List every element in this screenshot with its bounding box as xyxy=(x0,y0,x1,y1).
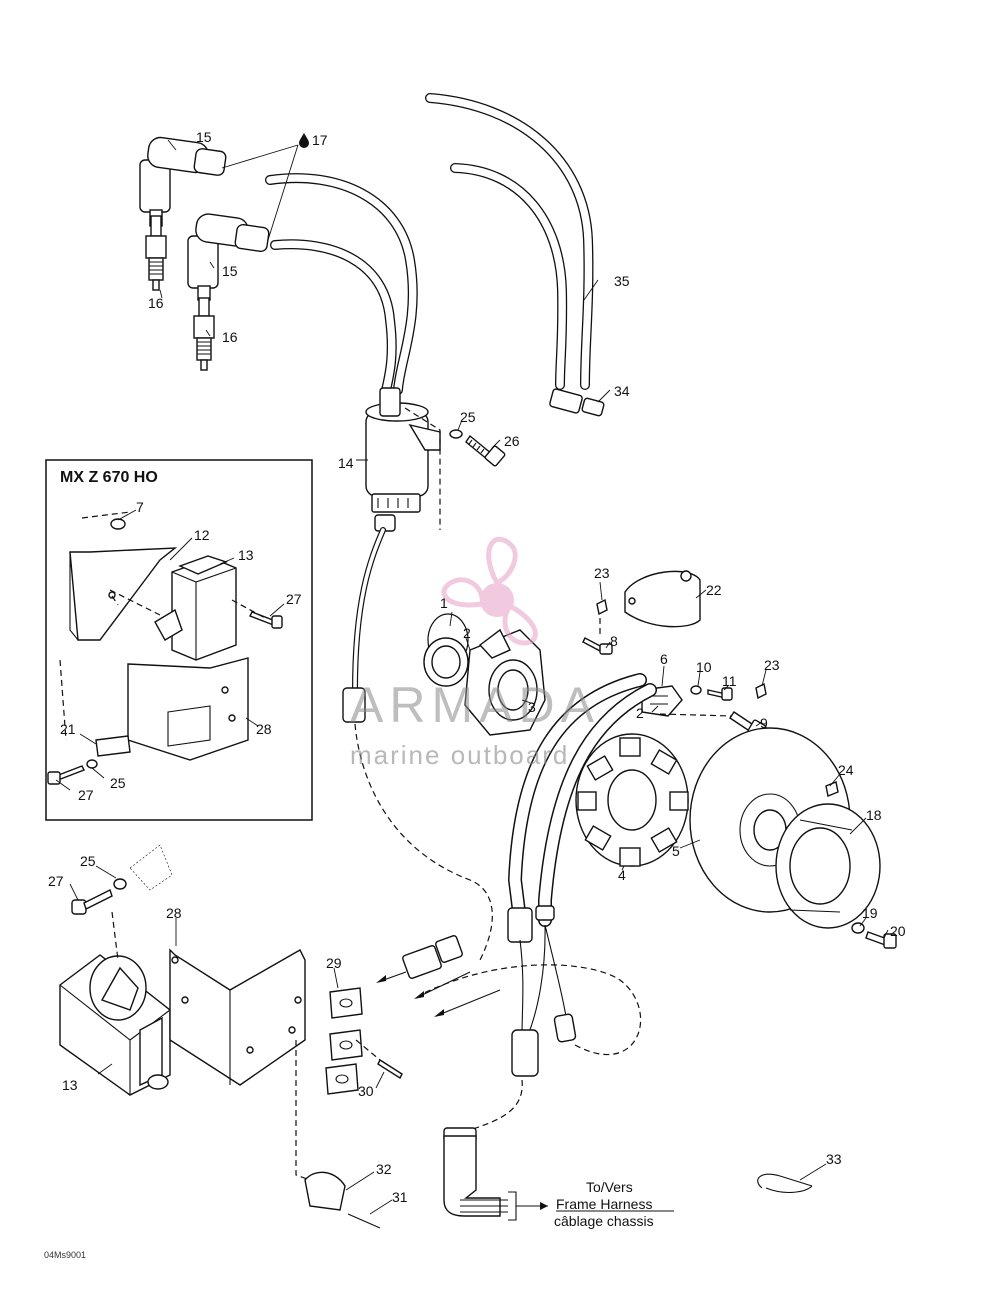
harness-note-line1: To/Vers xyxy=(586,1179,633,1195)
coil-screw xyxy=(449,429,506,467)
callout-20: 20 xyxy=(890,923,906,939)
callout-15: 15 xyxy=(196,129,212,145)
wire-connector xyxy=(376,935,501,1017)
callout-27: 27 xyxy=(48,873,64,889)
callout-9: 9 xyxy=(760,715,768,731)
callout-23: 23 xyxy=(594,565,610,581)
callout-25: 25 xyxy=(460,409,476,425)
callout-15: 15 xyxy=(222,263,238,279)
washer-10-screw-11 xyxy=(690,685,733,701)
dash-guides-lower xyxy=(111,911,119,961)
callout-labels: 15 17 15 16 16 35 34 25 26 14 7 12 13 27… xyxy=(48,129,906,1205)
callout-26: 26 xyxy=(504,433,520,449)
ignition-cables xyxy=(265,93,594,400)
coil-wire xyxy=(342,527,493,961)
inset-title: MX Z 670 HO xyxy=(60,469,158,486)
callout-28: 28 xyxy=(256,721,272,737)
callout-27: 27 xyxy=(286,591,302,607)
bracket-28 xyxy=(169,948,306,1086)
callout-3: 3 xyxy=(528,699,536,715)
bushings-29 xyxy=(325,987,363,1095)
callout-5: 5 xyxy=(672,843,680,859)
watermark-tagline: marine outboard xyxy=(350,740,569,770)
cable-tie-33 xyxy=(757,1173,813,1194)
harness-note: To/Vers Frame Harness câblage chassis xyxy=(554,1179,674,1229)
callout-30: 30 xyxy=(358,1083,374,1099)
spark-plug-upper xyxy=(145,215,167,291)
callout-35: 35 xyxy=(614,273,630,289)
callout-17: 17 xyxy=(312,132,328,148)
callout-18: 18 xyxy=(866,807,882,823)
washer-19-bolt-20 xyxy=(851,922,897,949)
stator-4 xyxy=(575,733,689,867)
callout-2: 2 xyxy=(636,705,644,721)
callout-19: 19 xyxy=(862,905,878,921)
callout-1: 1 xyxy=(440,595,448,611)
callout-33: 33 xyxy=(826,1151,842,1167)
propeller-logo-icon xyxy=(441,536,538,646)
leader-lines xyxy=(69,139,889,1215)
callout-25: 25 xyxy=(80,853,96,869)
inset-box: MX Z 670 HO xyxy=(45,459,313,821)
stator-housing-3 xyxy=(464,628,546,736)
callout-31: 31 xyxy=(392,1189,408,1205)
harness-note-line3: câblage chassis xyxy=(554,1213,654,1229)
callout-4: 4 xyxy=(618,867,626,883)
spark-plug-cap-upper xyxy=(139,136,227,227)
callout-2: 2 xyxy=(463,625,471,641)
watermark-brand: ARMADA xyxy=(350,677,600,733)
callout-16: 16 xyxy=(148,295,164,311)
spark-plug-cap-lower xyxy=(187,213,270,301)
callout-24: 24 xyxy=(838,762,854,778)
callout-28: 28 xyxy=(166,905,182,921)
screw-30 xyxy=(355,1039,403,1080)
callout-32: 32 xyxy=(376,1161,392,1177)
callout-22: 22 xyxy=(706,582,722,598)
trigger-wheel-18 xyxy=(775,803,881,929)
callout-16: 16 xyxy=(222,329,238,345)
ignition-coil xyxy=(365,387,441,532)
figure-code: 04Ms9001 xyxy=(44,1250,86,1260)
callout-11: 11 xyxy=(722,673,737,689)
callout-12: 12 xyxy=(194,527,210,543)
callout-14: 14 xyxy=(338,455,354,471)
screw-27-washer-25 xyxy=(71,844,173,915)
callout-6: 6 xyxy=(660,651,668,667)
grease-drop-icon xyxy=(221,133,309,241)
screw-8 xyxy=(582,608,613,655)
callout-23: 23 xyxy=(764,657,780,673)
harness-note-line2: Frame Harness xyxy=(556,1196,652,1212)
cover-22 xyxy=(624,570,701,628)
spark-plug-lower xyxy=(193,297,215,371)
callout-25: 25 xyxy=(110,775,126,791)
callout-7: 7 xyxy=(136,499,144,515)
stator-harness xyxy=(419,673,657,1131)
frame-harness-plug xyxy=(443,1127,548,1221)
callout-29: 29 xyxy=(326,955,342,971)
callout-8: 8 xyxy=(610,633,618,649)
clamp-32-tie-31 xyxy=(295,1040,381,1229)
callout-34: 34 xyxy=(614,383,630,399)
module-13 xyxy=(59,954,171,1096)
callout-21: 21 xyxy=(60,721,76,737)
callout-10: 10 xyxy=(696,659,712,675)
callout-13: 13 xyxy=(238,547,254,563)
cable-connector xyxy=(549,388,605,417)
callout-13: 13 xyxy=(62,1077,78,1093)
callout-27: 27 xyxy=(78,787,94,803)
seal-2 xyxy=(423,637,469,687)
watermark: ARMADA marine outboard xyxy=(350,536,600,770)
